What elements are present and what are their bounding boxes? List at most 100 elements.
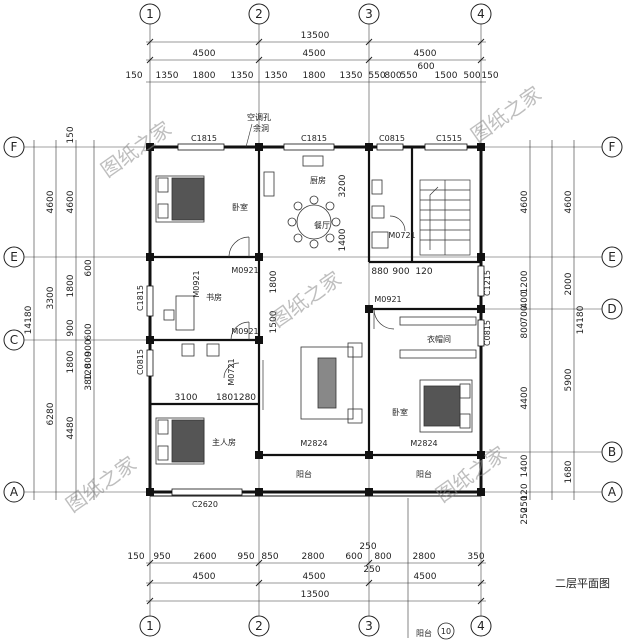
dim-right-d2: 400 xyxy=(520,291,530,308)
door-label-6: M0721 xyxy=(227,358,236,385)
dim-bot-d8: 2800 xyxy=(413,552,436,562)
dim-int-1: 1400 xyxy=(338,228,348,251)
dim-bot-d2: 2600 xyxy=(194,552,217,562)
dim-right-d8: 250 xyxy=(520,495,530,512)
dim-right-overall: 14180 xyxy=(576,305,586,334)
right-dimensions: 14180 4600 2000 5900 1680 4600 1200 400 … xyxy=(520,190,586,524)
dim-left-bay-2: 3300 xyxy=(46,286,56,309)
dim-int-7: 3100 xyxy=(175,393,198,403)
room-bedroom-e: 卧室 xyxy=(392,407,408,417)
dim-right-bay-4: 1680 xyxy=(564,460,574,483)
axis-1-bottom: 1 xyxy=(146,619,154,633)
dim-top-d11: 500 xyxy=(463,71,480,81)
dim-left-i2: 900 xyxy=(84,339,94,356)
window-label-8: C0815 xyxy=(483,320,492,346)
dim-int-0: 3200 xyxy=(338,174,348,197)
window-label-3: C0815 xyxy=(379,134,405,143)
dim-top-d2: 1800 xyxy=(193,71,216,81)
axis-F-right: F xyxy=(609,140,616,154)
axis-1-top: 1 xyxy=(146,7,154,21)
axis-bubbles: 1 2 3 4 1 2 3 4 F E C A F E D B A xyxy=(3,3,623,637)
dim-top-d4: 1350 xyxy=(265,71,288,81)
dim-left-o0: 150 xyxy=(66,126,76,143)
dim-left-o1: 4600 xyxy=(66,190,76,213)
dim-bot-d7: 800 xyxy=(374,552,391,562)
dim-left-bay-3: 6280 xyxy=(46,402,56,425)
dim-right-d6: 1400 xyxy=(520,454,530,477)
window-label-5: C1815 xyxy=(136,285,145,311)
dim-bot-bay-3: 4500 xyxy=(414,572,437,582)
detail-callout-number: 10 xyxy=(441,627,451,636)
drawing-title: 二层平面图 xyxy=(555,577,610,590)
dim-bot-d4: 850 xyxy=(261,552,278,562)
watermark-1: 图纸之家 xyxy=(96,116,175,182)
window-openings xyxy=(146,143,485,496)
door-label-1: M0921 xyxy=(231,266,258,275)
dim-top-d12: 150 xyxy=(481,71,498,81)
dim-top-d1: 1350 xyxy=(156,71,179,81)
detail-callout-label: 阳台 xyxy=(416,628,432,638)
room-master-bedroom: 主人房 xyxy=(212,437,236,447)
dimension-ticks xyxy=(146,38,485,605)
watermark-4: 图纸之家 xyxy=(61,451,140,517)
staircase xyxy=(419,179,471,256)
furniture xyxy=(155,155,477,465)
left-dimensions: 14180 4600 3300 6280 150 4600 1800 900 1… xyxy=(24,126,94,439)
axis-4-bottom: 4 xyxy=(477,619,485,633)
door-label-4: M0921 xyxy=(374,295,401,304)
dim-right-d5: 4400 xyxy=(520,386,530,409)
dim-right-bay-1: 4600 xyxy=(564,190,574,213)
dim-bot-d0: 150 xyxy=(127,552,144,562)
dim-left-i0: 600 xyxy=(84,259,94,276)
top-dimensions: 13500 4500 4500 4500 600 150 1350 1800 1… xyxy=(125,31,498,81)
door-label-3: M0921 xyxy=(231,327,258,336)
watermark-5: 图纸之家 xyxy=(431,441,510,507)
dim-top-extra: 600 xyxy=(417,62,434,72)
dim-left-o4: 1800 xyxy=(66,350,76,373)
dim-bot-d6: 600 xyxy=(345,552,362,562)
dim-left-i5: 380 xyxy=(84,373,94,390)
dimension-lines xyxy=(33,41,575,602)
axis-3-bottom: 3 xyxy=(365,619,373,633)
dim-bot-d3: 950 xyxy=(237,552,254,562)
dim-top-d3: 1350 xyxy=(231,71,254,81)
watermark-2: 图纸之家 xyxy=(466,81,545,147)
room-balcony-w: 阳台 xyxy=(296,469,312,479)
axis-E-right: E xyxy=(608,250,616,264)
window-label-7: C1215 xyxy=(483,270,492,296)
dim-left-bay-1: 4600 xyxy=(46,190,56,213)
window-label-4: C1515 xyxy=(436,134,462,143)
window-label-1: C1815 xyxy=(191,134,217,143)
dim-int-3: 1500 xyxy=(269,310,279,333)
axis-3-top: 3 xyxy=(365,7,373,21)
dim-right-d1: 1200 xyxy=(520,270,530,293)
dim-int-8: 1801280 xyxy=(216,393,256,403)
dim-top-d8: 800 xyxy=(384,71,401,81)
dim-int-2: 1800 xyxy=(269,270,279,293)
axis-4-top: 4 xyxy=(477,7,485,21)
axis-A-left: A xyxy=(10,485,19,499)
dim-top-bay-2: 4500 xyxy=(303,49,326,59)
door-label-8: M2824 xyxy=(410,439,437,448)
window-label-2: C1815 xyxy=(301,134,327,143)
room-balcony-e: 阳台 xyxy=(416,469,432,479)
door-label-2: M0921 xyxy=(192,270,201,297)
axis-E-left: E xyxy=(10,250,18,264)
dim-right-bay-3: 5900 xyxy=(564,368,574,391)
axis-D-right: D xyxy=(607,302,616,316)
opening-labels: C1815 C1815 C0815 C1515 C1815 C0815 C121… xyxy=(136,134,492,509)
dim-bot-extra-b: 250 xyxy=(363,565,380,575)
note-vent: 余洞 xyxy=(253,123,269,133)
dim-bot-overall: 13500 xyxy=(301,590,330,600)
dim-left-i1: 600 xyxy=(84,323,94,340)
axis-2-top: 2 xyxy=(255,7,263,21)
dim-int-5: 900 xyxy=(392,267,409,277)
window-label-6: C0815 xyxy=(136,349,145,375)
axis-2-bottom: 2 xyxy=(255,619,263,633)
room-study: 书房 xyxy=(206,292,222,302)
dim-top-d7: 550 xyxy=(368,71,385,81)
room-closet: 衣帽间 xyxy=(427,334,451,344)
dim-top-d0: 150 xyxy=(125,71,142,81)
room-kitchen: 厨房 xyxy=(310,175,326,185)
